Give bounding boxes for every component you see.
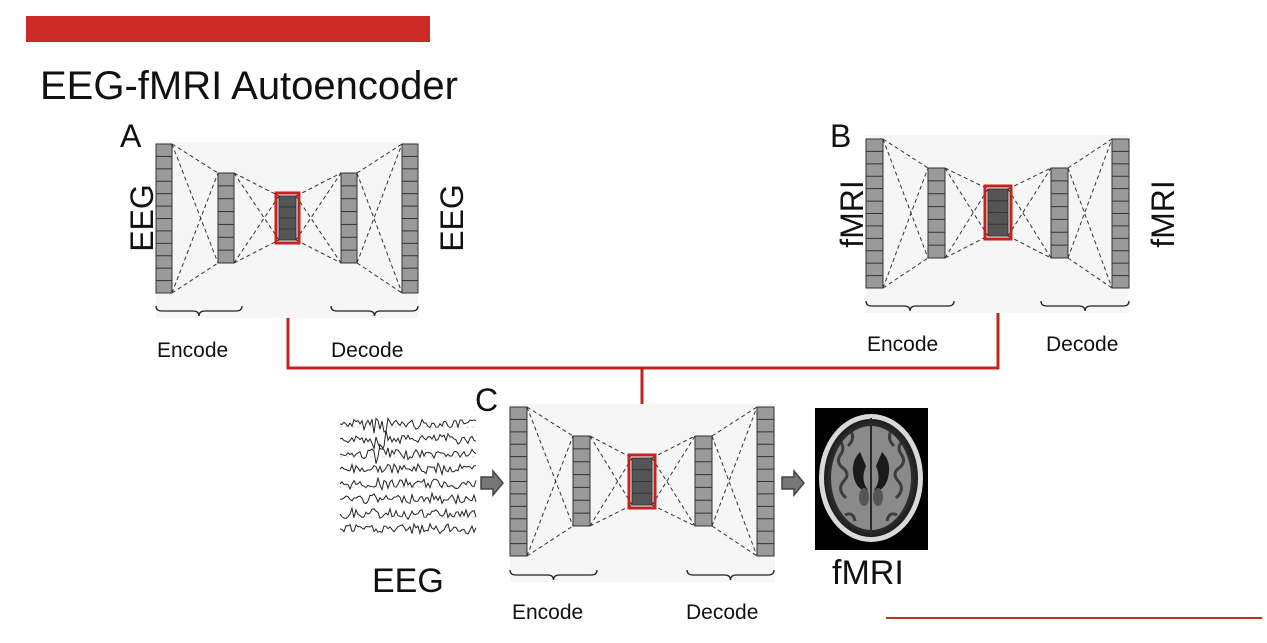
network-layer <box>572 435 591 527</box>
panel-c-input-label: EEG <box>372 562 444 600</box>
panel-b-input-label: fMRI <box>833 180 870 248</box>
latent-layer <box>274 191 301 245</box>
panel-a-decode-label: Decode <box>331 339 404 362</box>
autoencoder-network-a <box>155 142 419 318</box>
latent-layer <box>627 453 657 510</box>
network-layer <box>927 167 946 259</box>
panel-a-input-label: EEG <box>123 184 160 252</box>
section-braces <box>155 300 1130 581</box>
panel-a-letter: A <box>120 118 142 154</box>
network-layer <box>865 138 884 289</box>
network-layer <box>155 143 173 294</box>
panel-a-encode-label: Encode <box>157 339 229 362</box>
title-accent-bar <box>26 16 430 42</box>
autoencoder-network-b <box>865 135 1130 313</box>
panel-b-letter: B <box>830 118 852 154</box>
slide-title: EEG-fMRI Autoencoder <box>40 64 458 108</box>
network-layer <box>694 435 713 527</box>
arrow-right-icon <box>781 468 805 498</box>
panel-a-output-label: EEG <box>433 184 470 252</box>
arrow-right-icon <box>480 468 504 498</box>
eeg-signal-icon <box>338 414 478 544</box>
panel-b-output-label: fMRI <box>1144 180 1181 248</box>
network-layer <box>401 143 419 294</box>
network-layer <box>756 406 775 557</box>
panel-c-output-label: fMRI <box>832 554 904 592</box>
autoencoder-network-c <box>509 404 775 582</box>
latent-layer <box>983 184 1013 241</box>
network-layer <box>1111 138 1130 289</box>
panel-c-letter: C <box>475 382 499 418</box>
panel-b-encode-label: Encode <box>867 333 939 356</box>
brain-mri-icon <box>815 408 928 550</box>
panel-c-decode-label: Decode <box>686 601 759 624</box>
network-layer <box>340 172 358 264</box>
network-layer <box>1050 167 1069 259</box>
network-layer <box>509 406 528 557</box>
footer-accent-line <box>886 617 1262 619</box>
panel-c-encode-label: Encode <box>512 601 584 624</box>
network-layer <box>217 172 235 264</box>
panel-b-decode-label: Decode <box>1046 333 1119 356</box>
